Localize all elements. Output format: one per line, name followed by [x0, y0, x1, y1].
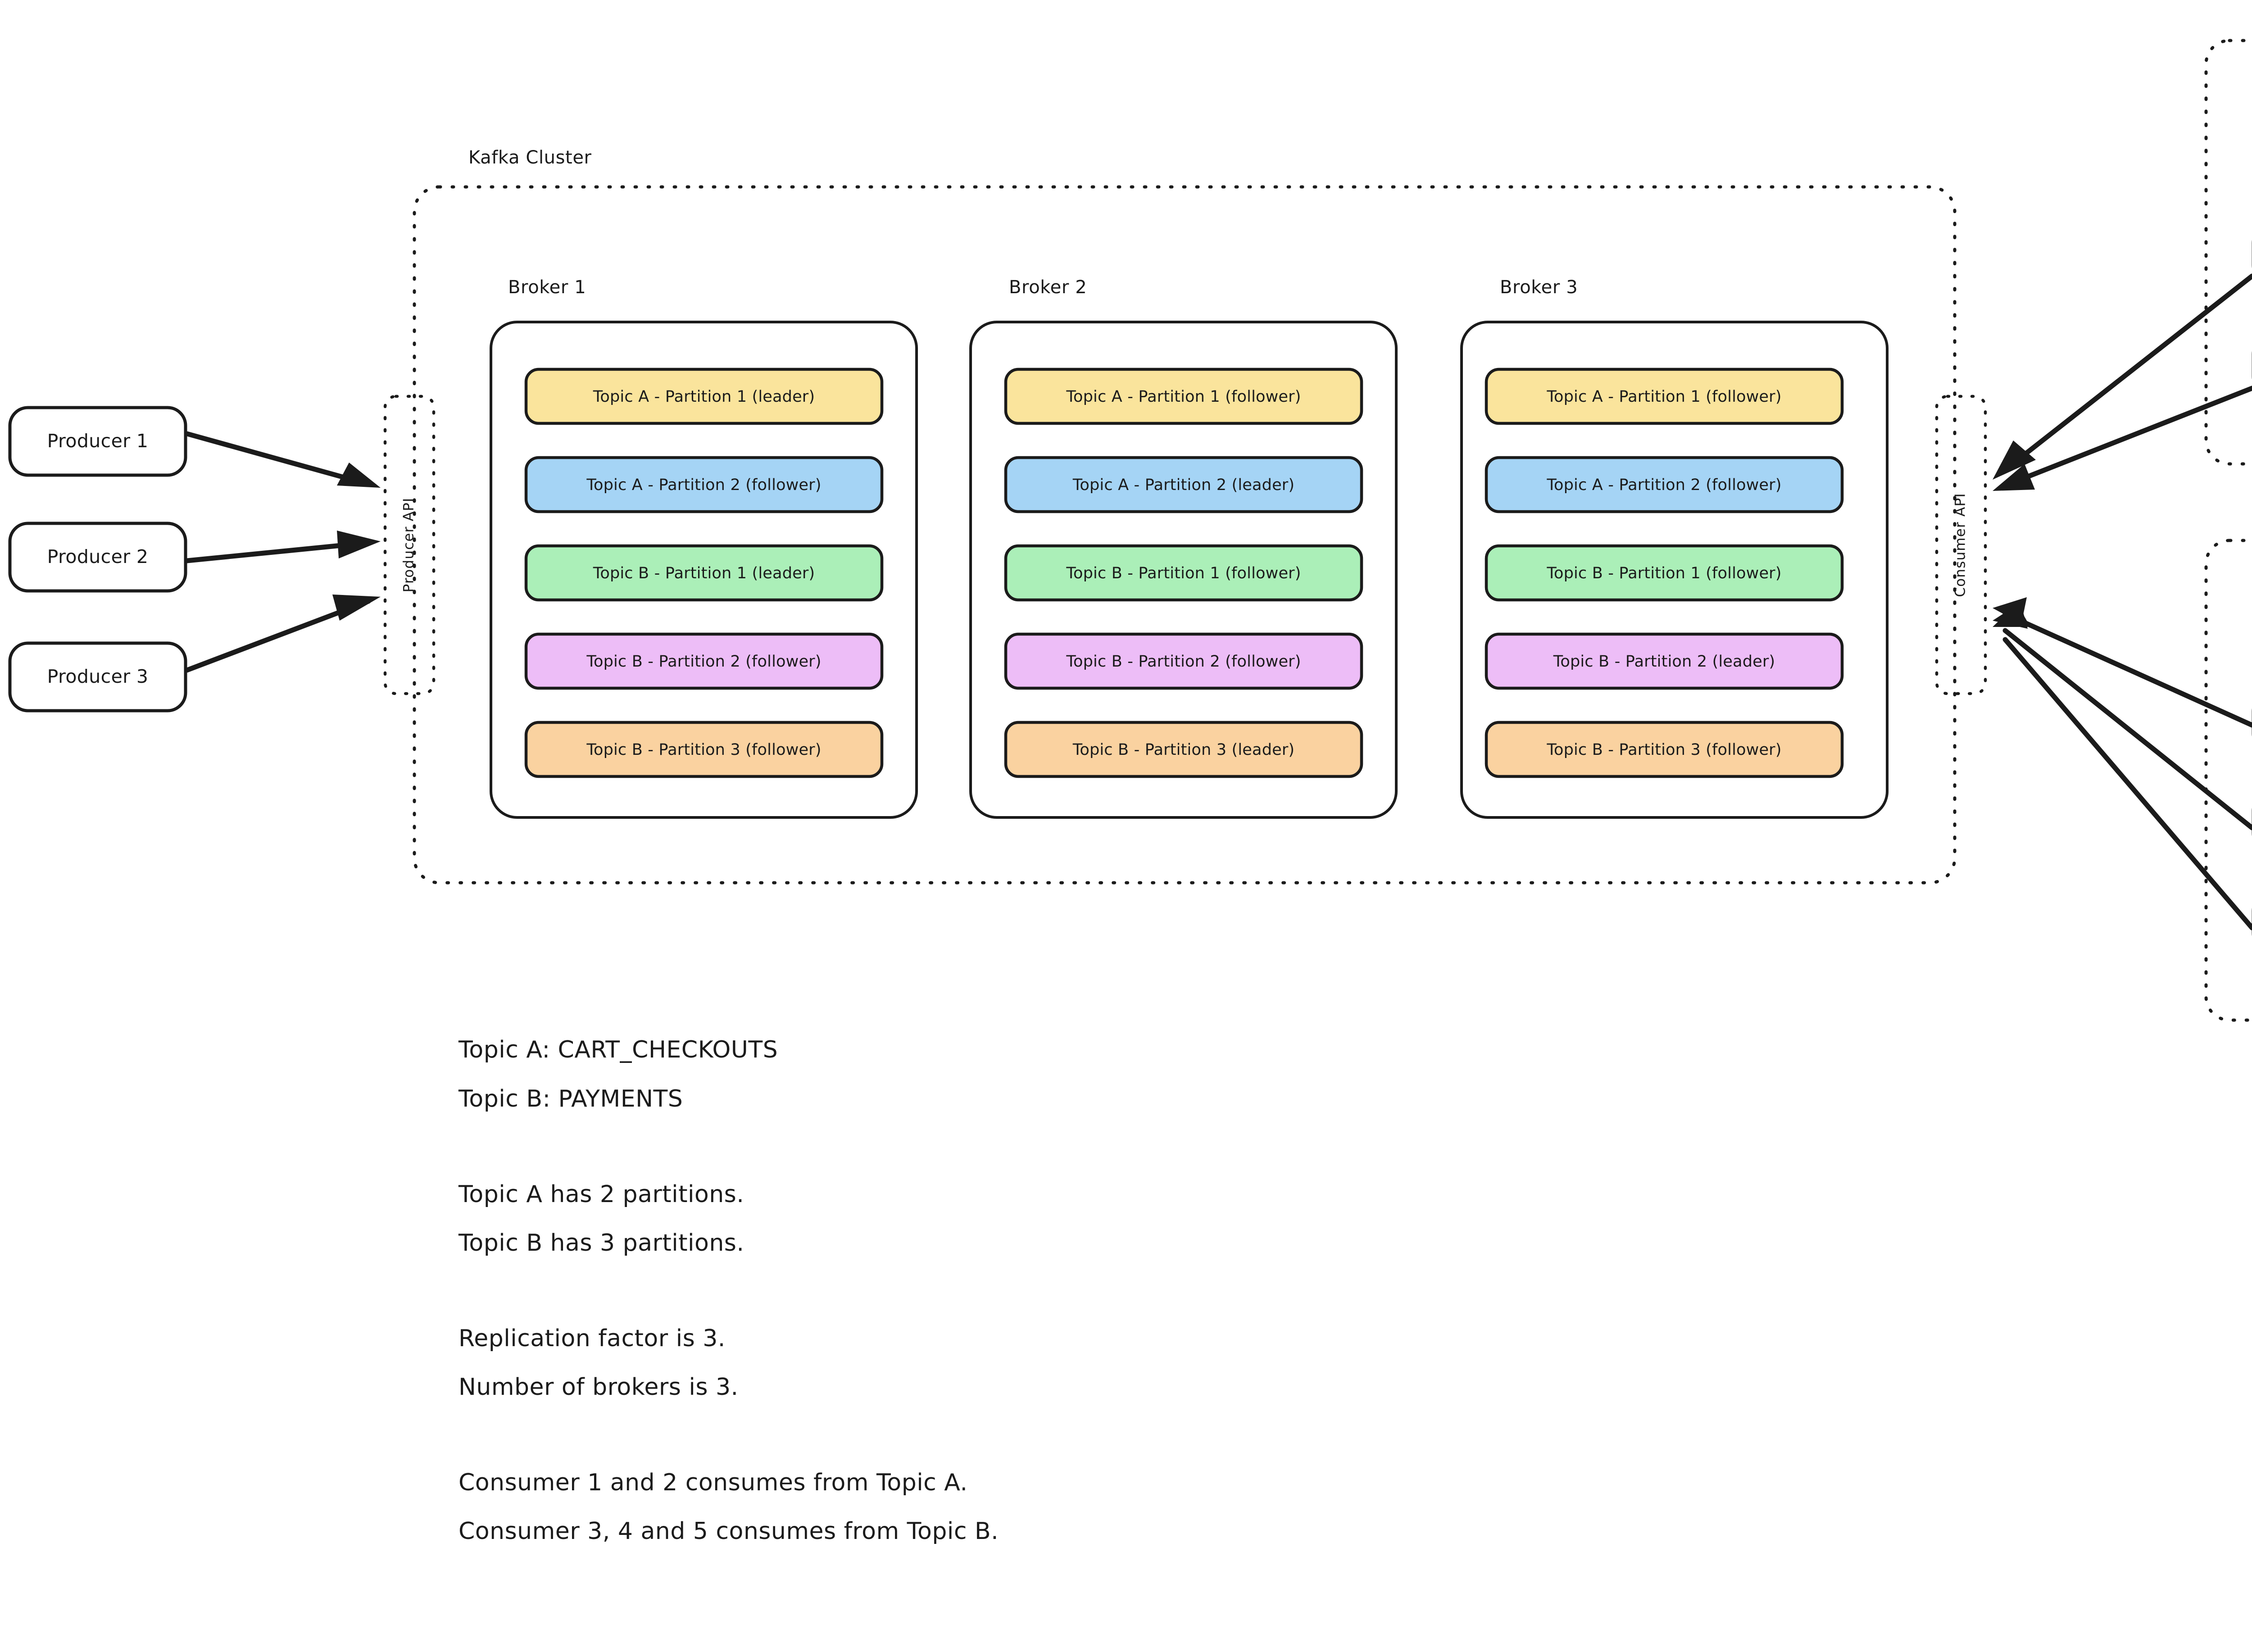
broker-1-partition-2[interactable]: Topic A - Partition 2 (follower): [524, 456, 884, 513]
partition-label: Topic B - Partition 1 (follower): [1546, 564, 1781, 582]
broker-3-label: Broker 3: [1500, 277, 1578, 298]
partition-label: Topic B - Partition 2 (follower): [586, 653, 821, 671]
partition-box[interactable]: [1485, 456, 1844, 513]
consumer-group-2-boundary: [2204, 539, 2252, 1022]
broker-1-partition-5[interactable]: Topic B - Partition 3 (follower): [524, 721, 884, 778]
producer-1-box[interactable]: [8, 406, 187, 477]
partition-label: Topic B - Partition 3 (follower): [586, 741, 821, 759]
partition-label: Topic B - Partition 3 (leader): [1072, 741, 1295, 759]
broker-3-node: Broker 3 Topic A - Partition 1 (follower…: [1460, 277, 1889, 819]
broker-2-label: Broker 2: [1009, 277, 1087, 298]
partition-label: Topic B - Partition 1 (leader): [593, 564, 815, 582]
broker-1-label: Broker 1: [508, 277, 586, 298]
partition-box[interactable]: [524, 721, 884, 778]
broker-2-partition-4[interactable]: Topic B - Partition 2 (follower): [1004, 632, 1363, 690]
partition-box[interactable]: [1004, 632, 1363, 690]
note-topic-a-name: Topic A: CART_CHECKOUTS: [458, 1036, 778, 1063]
consumer-api-label: Consumer API: [1952, 493, 1969, 597]
broker-1-partition-4[interactable]: Topic B - Partition 2 (follower): [524, 632, 884, 690]
note-topic-b-partitions: Topic B has 3 partitions.: [458, 1230, 744, 1257]
broker-1-partition-3[interactable]: Topic B - Partition 1 (leader): [524, 544, 884, 602]
producer-3-arrow: [184, 595, 381, 673]
note-consumers-topic-b: Consumer 3, 4 and 5 consumes from Topic …: [459, 1518, 999, 1545]
partition-label: Topic A - Partition 2 (follower): [1546, 476, 1781, 494]
partition-label: Topic B - Partition 1 (follower): [1066, 564, 1301, 582]
kafka-cluster-boundary: [413, 185, 1957, 885]
partition-label: Topic A - Partition 2 (follower): [586, 476, 821, 494]
note-replication-factor: Replication factor is 3.: [459, 1325, 726, 1352]
broker-1-node: Broker 1 Topic A - Partition 1 (leader) …: [490, 277, 918, 819]
partition-label: Topic A - Partition 1 (leader): [593, 388, 815, 406]
producer-3-box[interactable]: [8, 641, 187, 713]
partition-box[interactable]: [1004, 368, 1363, 425]
partition-box[interactable]: [524, 544, 884, 602]
broker-3-partition-5[interactable]: Topic B - Partition 3 (follower): [1485, 721, 1844, 778]
producer-2-label: Producer 2: [47, 546, 149, 567]
consumer-2-arrow: [1993, 386, 2252, 491]
broker-3-partition-3[interactable]: Topic B - Partition 1 (follower): [1485, 544, 1844, 602]
consumer-4-arrow: [1993, 603, 2252, 831]
producer-1-node[interactable]: Producer 1: [8, 406, 187, 477]
partition-box[interactable]: [1004, 456, 1363, 513]
broker-3-partition-4[interactable]: Topic B - Partition 2 (leader): [1485, 632, 1844, 690]
notes-block: Topic A: CART_CHECKOUTS Topic B: PAYMENT…: [458, 1036, 999, 1545]
partition-label: Topic A - Partition 1 (follower): [1546, 388, 1781, 406]
producer-arrows: [184, 431, 381, 673]
producer-api-box: [383, 395, 436, 695]
producer-2-box[interactable]: [8, 522, 187, 593]
broker-2-partition-1[interactable]: Topic A - Partition 1 (follower): [1004, 368, 1363, 425]
partition-box[interactable]: [1485, 368, 1844, 425]
partition-box[interactable]: [1485, 632, 1844, 690]
partition-box[interactable]: [524, 632, 884, 690]
partition-box[interactable]: [524, 456, 884, 513]
producer-1-label: Producer 1: [47, 430, 149, 452]
partition-box[interactable]: [1485, 544, 1844, 602]
broker-2-partition-3[interactable]: Topic B - Partition 1 (follower): [1004, 544, 1363, 602]
producer-api-node: Producer API: [383, 395, 436, 695]
note-topic-b-name: Topic B: PAYMENTS: [458, 1085, 683, 1112]
partition-box[interactable]: [1485, 721, 1844, 778]
partition-box[interactable]: [1004, 544, 1363, 602]
producer-2-node[interactable]: Producer 2: [8, 522, 187, 593]
broker-3-partition-1[interactable]: Topic A - Partition 1 (follower): [1485, 368, 1844, 425]
partition-label: Topic B - Partition 2 (follower): [1066, 653, 1301, 671]
producer-3-node[interactable]: Producer 3: [8, 641, 187, 713]
partition-label: Topic A - Partition 1 (follower): [1066, 388, 1301, 406]
producer-3-label: Producer 3: [47, 666, 149, 687]
broker-1-partition-1[interactable]: Topic A - Partition 1 (leader): [524, 368, 884, 425]
consumer-group-1-boundary: [2204, 39, 2252, 466]
partition-label: Topic B - Partition 3 (follower): [1546, 741, 1781, 759]
consumer-group-1-arrows: [1993, 273, 2252, 491]
producer-1-arrow: [184, 431, 381, 488]
consumer-api-box: [1935, 395, 1987, 695]
consumer-group-2-arrows: [1993, 597, 2252, 930]
kafka-cluster-label: Kafka Cluster: [468, 147, 592, 168]
partition-box[interactable]: [1004, 721, 1363, 778]
consumer-api-node: Consumer API: [1935, 395, 1987, 695]
producer-2-arrow: [184, 531, 381, 563]
partition-box[interactable]: [524, 368, 884, 425]
partition-label: Topic B - Partition 2 (leader): [1553, 653, 1775, 671]
note-consumers-topic-a: Consumer 1 and 2 consumes from Topic A.: [459, 1469, 968, 1496]
partition-label: Topic A - Partition 2 (leader): [1072, 476, 1295, 494]
broker-2-partition-5[interactable]: Topic B - Partition 3 (leader): [1004, 721, 1363, 778]
producers-column: Producer 1 Producer 2 Producer 3: [8, 406, 187, 713]
broker-2-node: Broker 2 Topic A - Partition 1 (follower…: [969, 277, 1398, 819]
note-topic-a-partitions: Topic A has 2 partitions.: [458, 1181, 744, 1208]
consumer-5-arrow: [1993, 604, 2252, 930]
broker-2-partition-2[interactable]: Topic A - Partition 2 (leader): [1004, 456, 1363, 513]
consumer-3-arrow: [1993, 597, 2252, 728]
consumer-1-arrow: [1993, 273, 2252, 480]
note-broker-count: Number of brokers is 3.: [459, 1374, 739, 1401]
broker-3-partition-2[interactable]: Topic A - Partition 2 (follower): [1485, 456, 1844, 513]
